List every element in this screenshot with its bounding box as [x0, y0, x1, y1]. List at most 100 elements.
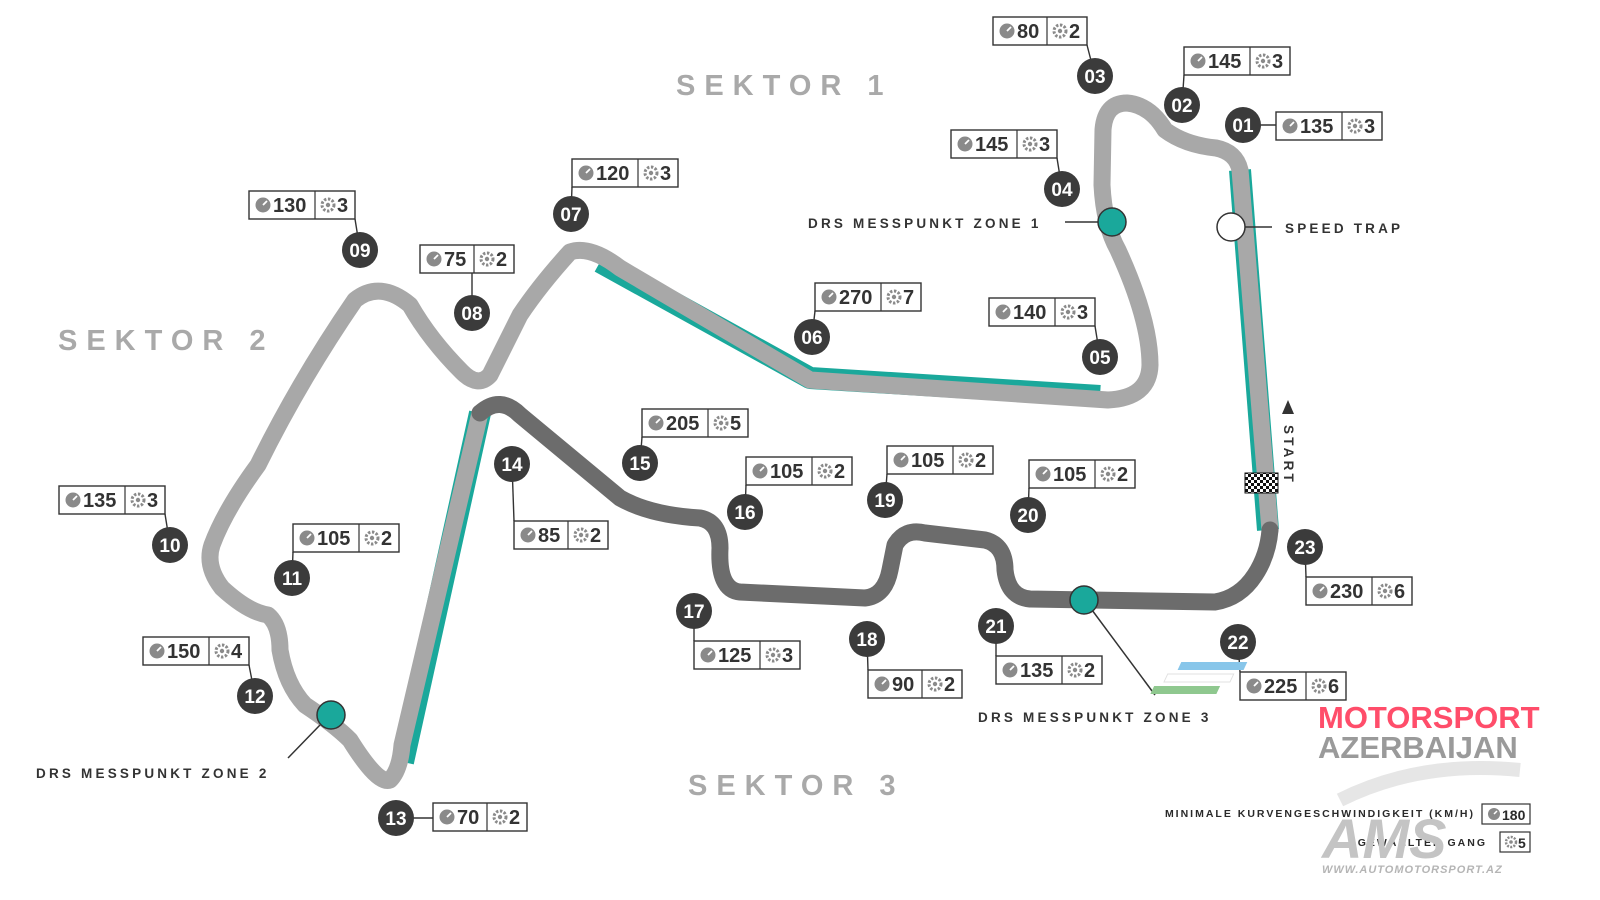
corner-speed: 270	[839, 287, 872, 309]
legend: MINIMALE KURVENGESCHWINDIGKEIT (KM/H) 18…	[1165, 803, 1531, 853]
corner-number: 15	[629, 454, 651, 475]
gear-icon	[1067, 662, 1083, 678]
corner-09: 130 3 09	[248, 190, 378, 268]
drs-zone-2-marker: DRS MESSPUNKT ZONE 2	[36, 700, 346, 781]
legend-gear-label: GEWÄHLTER GANG	[1358, 836, 1487, 849]
speedometer-icon	[957, 136, 973, 152]
corner-number: 02	[1171, 96, 1192, 117]
corner-speed: 135	[83, 490, 116, 512]
corner-speed: 90	[892, 674, 914, 696]
corner-badge	[1077, 58, 1113, 94]
speedometer-icon	[149, 643, 165, 659]
gear-icon	[1377, 583, 1393, 599]
corner-badge	[553, 196, 589, 232]
corner-speed: 105	[317, 528, 350, 550]
corner-gear: 2	[496, 249, 507, 271]
gear-icon	[1022, 136, 1038, 152]
speedometer-icon	[752, 463, 768, 479]
speedometer-icon	[1035, 466, 1051, 482]
gear-icon	[1504, 835, 1518, 849]
gear-icon	[214, 643, 230, 659]
corner-gear: 3	[147, 490, 158, 512]
corner-number: 17	[683, 602, 704, 623]
start-finish-line	[1244, 472, 1279, 494]
logo-line-2: AZERBAIJAN	[1318, 730, 1518, 765]
track-sector-1-2	[201, 94, 1279, 789]
gear-icon	[479, 251, 495, 267]
corner-number: 22	[1227, 633, 1248, 654]
gear-icon	[817, 463, 833, 479]
corner-16: 105 2 16	[727, 456, 853, 530]
corner-number: 23	[1294, 538, 1315, 559]
corner-number: 19	[874, 491, 895, 512]
corner-number: 16	[734, 503, 755, 524]
corner-number: 01	[1232, 116, 1254, 137]
gear-icon	[927, 676, 943, 692]
speedometer-icon	[520, 527, 536, 543]
corner-badge	[978, 608, 1014, 644]
gear-icon	[1052, 23, 1068, 39]
drs-zone-3-marker: DRS MESSPUNKT ZONE 3	[978, 585, 1212, 725]
corner-gear: 2	[975, 450, 986, 472]
corner-gear: 2	[1117, 464, 1128, 486]
speedometer-icon	[874, 676, 890, 692]
drs-zone-1-label: DRS MESSPUNKT ZONE 1	[808, 216, 1042, 231]
corner-speed: 105	[1053, 464, 1086, 486]
motorsport-azerbaijan-logo: MOTORSPORT AZERBAIJAN AMS WWW.AUTOMOTORS…	[1150, 662, 1540, 876]
corner-number: 11	[282, 569, 303, 590]
drs-zone-1-marker: DRS MESSPUNKT ZONE 1	[808, 207, 1127, 237]
corner-gear: 6	[1394, 581, 1405, 603]
gear-icon	[364, 530, 380, 546]
corner-gear: 3	[1077, 302, 1088, 324]
corner-speed: 85	[538, 525, 560, 547]
drs-zone-3-label: DRS MESSPUNKT ZONE 3	[978, 710, 1212, 725]
speedometer-icon	[426, 251, 442, 267]
speedometer-icon	[299, 530, 315, 546]
corner-number: 07	[560, 205, 581, 226]
corner-speed: 105	[770, 461, 803, 483]
drs-zone-2-label: DRS MESSPUNKT ZONE 2	[36, 766, 270, 781]
track-sector-3	[471, 396, 1279, 611]
corner-gear: 2	[1084, 660, 1095, 682]
corner-badge	[867, 482, 903, 518]
corner-speed: 230	[1330, 581, 1363, 603]
speedometer-icon	[1002, 662, 1018, 678]
corner-number: 18	[856, 630, 877, 651]
speedometer-icon	[648, 415, 664, 431]
corner-number: 04	[1051, 180, 1073, 201]
gear-icon	[1347, 118, 1363, 134]
gear-icon	[1060, 304, 1076, 320]
corner-23: 230 6 23	[1287, 529, 1413, 606]
speedometer-icon	[578, 165, 594, 181]
corner-speed: 130	[273, 195, 306, 217]
corner-18: 90 2 18	[849, 621, 963, 699]
corner-gear: 3	[337, 195, 348, 217]
corner-number: 08	[461, 304, 482, 325]
corner-speed: 225	[1264, 676, 1297, 698]
corner-15: 205 5 15	[622, 408, 749, 481]
gear-icon	[130, 492, 146, 508]
corner-gear: 5	[730, 413, 741, 435]
corner-gear: 4	[231, 641, 243, 663]
corner-speed: 135	[1300, 116, 1333, 138]
corner-badge	[378, 800, 414, 836]
speedometer-icon	[1312, 583, 1328, 599]
speedometer-icon	[1488, 808, 1500, 820]
corner-gear: 2	[834, 461, 845, 483]
gear-icon	[573, 527, 589, 543]
corner-number: 14	[501, 455, 523, 476]
corner-speed: 205	[666, 413, 699, 435]
corner-gear: 3	[660, 163, 671, 185]
corner-number: 09	[349, 241, 370, 262]
corner-gear: 2	[944, 674, 955, 696]
